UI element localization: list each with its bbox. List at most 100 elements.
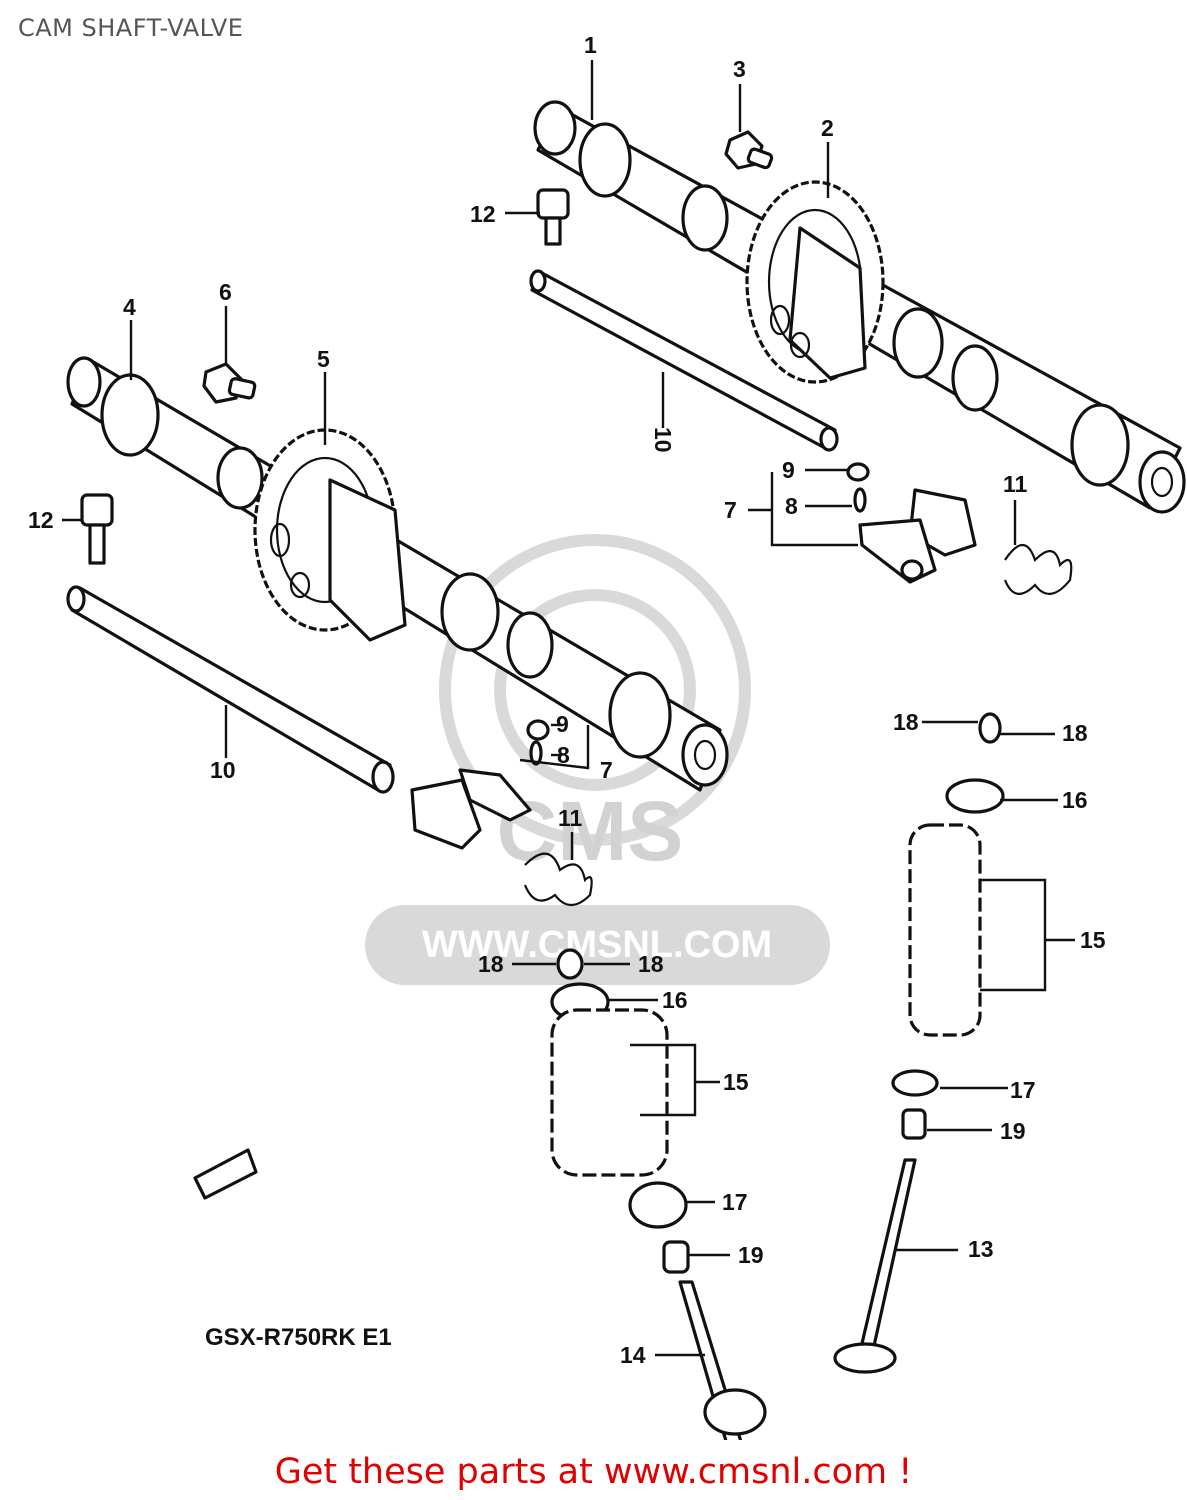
sprocket-lower-hole-1	[269, 522, 291, 558]
spring-seat-right	[891, 1069, 939, 1097]
callout-8-upper: 8	[785, 493, 798, 519]
rocker-arm-lower-lever	[458, 768, 532, 822]
rocker-shaft-lower	[66, 585, 395, 794]
leader-lines	[62, 60, 1075, 1357]
bolt-lower-12	[80, 493, 114, 565]
stem-seal-right	[901, 1108, 927, 1140]
page-title: CAM SHAFT-VALVE	[18, 14, 244, 42]
callout-13: 13	[968, 1236, 994, 1262]
camshaft-upper-end	[533, 100, 577, 156]
watermark-inner-ring	[494, 589, 696, 791]
bolt-lower	[202, 362, 257, 404]
callout-3: 3	[733, 56, 746, 82]
bolt-lower-12-shank	[88, 523, 106, 565]
callout-12-upper: 12	[470, 201, 496, 227]
adjuster-lower	[529, 740, 543, 766]
callout-11-lower: 11	[558, 805, 583, 831]
callout-2: 2	[821, 115, 834, 141]
camshaft-upper-lobe-3	[1070, 403, 1130, 487]
watermark-url-pill	[365, 905, 830, 985]
valve-head-right	[833, 1342, 897, 1374]
rocker-arm-upper-lever	[858, 518, 937, 584]
callout-17-right: 17	[1010, 1077, 1036, 1103]
camshaft-upper-lobe-2	[892, 307, 944, 379]
callout-18-right-a: 18	[893, 709, 919, 735]
camshaft-lower-end-bore	[681, 723, 729, 787]
rocker-spring-lower-coil	[523, 852, 593, 907]
callout-1: 1	[584, 32, 597, 58]
adjuster-upper	[853, 487, 867, 513]
bolt-lower-shank	[227, 377, 257, 400]
bolt-lower-12-head	[80, 493, 114, 527]
rocker-shaft-upper-end2	[819, 426, 839, 452]
camshaft-lower-journal-1	[100, 373, 160, 457]
callout-14: 14	[620, 1342, 646, 1368]
camshaft-upper-bore-hole	[1150, 466, 1174, 498]
callout-7-upper: 7	[724, 497, 737, 523]
model-code: GSX-R750RK E1	[205, 1324, 392, 1351]
callout-19-left: 19	[738, 1242, 764, 1268]
rocker-arm-lower	[410, 719, 550, 850]
retainer-right	[945, 778, 1005, 814]
rocker-arm-upper-tip	[900, 559, 924, 581]
callout-15-left: 15	[723, 1069, 749, 1095]
rocker-spring-upper	[1003, 543, 1073, 595]
callout-18-left-b: 18	[638, 951, 664, 977]
camshaft-upper-end-bore	[1138, 450, 1186, 514]
callout-17-left: 17	[722, 1189, 748, 1215]
cotter-right	[978, 712, 1002, 744]
camshaft-upper-journal-2	[951, 344, 999, 412]
callout-5: 5	[317, 346, 330, 372]
bolt-upper	[724, 130, 774, 170]
stem-seal-left	[662, 1240, 690, 1274]
sprocket-lower-hole-2	[289, 571, 311, 599]
valve-spring-right	[908, 823, 982, 1037]
callout-16-right: 16	[1062, 787, 1088, 813]
callout-16-left: 16	[662, 987, 688, 1013]
direction-marker	[193, 1148, 258, 1200]
camshaft-upper-lobe-1	[681, 184, 729, 252]
callout-10-upper: 10	[650, 427, 676, 453]
footer-link[interactable]: Get these parts at www.cmsnl.com !	[274, 1452, 913, 1492]
camshaft-lower-lobe-3	[608, 671, 672, 759]
sprocket-upper	[745, 180, 885, 384]
camshaft-lower-lobe-1	[216, 446, 264, 510]
watermark: CMS WWW.CMSNL.COM	[365, 534, 830, 985]
rocker-spring-lower	[523, 852, 593, 907]
locknut-upper	[846, 462, 870, 482]
sprocket-upper-hole-1	[769, 304, 791, 336]
rocker-shaft-upper-end	[529, 269, 547, 293]
rocker-shaft-lower-end2	[371, 760, 395, 794]
bolt-upper-shank	[746, 147, 774, 170]
callout-12-lower: 12	[28, 507, 54, 533]
callout-9-upper: 9	[782, 457, 795, 483]
callout-8-lower: 8	[557, 742, 570, 768]
callout-labels: 1 3 2 12 4 6 5 12 10 10 9 8 7 11 9 8 7 1…	[28, 32, 1106, 1368]
valve-head-left	[703, 1388, 767, 1436]
camshaft-lower-bore-hole	[693, 739, 717, 771]
direction-marker-shape	[193, 1148, 258, 1200]
callout-10-lower: 10	[210, 757, 236, 783]
callout-9-lower: 9	[556, 711, 569, 737]
rocker-arm-upper	[846, 462, 977, 584]
parts-diagram: CMS WWW.CMSNL.COM	[28, 32, 1186, 1440]
sprocket-upper-hole-2	[789, 331, 811, 359]
sprocket-lower-hub	[328, 478, 407, 642]
sprocket-lower	[253, 428, 407, 642]
rocker-spring-upper-coil	[1003, 543, 1073, 595]
watermark-url: WWW.CMSNL.COM	[422, 924, 772, 966]
callout-7-lower: 7	[600, 757, 613, 783]
callout-11-upper: 11	[1003, 471, 1028, 497]
spring-seat-left	[628, 1181, 688, 1229]
callout-18-right-b: 18	[1062, 720, 1088, 746]
callout-4: 4	[123, 294, 136, 320]
valve-stem-right	[858, 1158, 917, 1357]
callout-6: 6	[219, 279, 232, 305]
rocker-shaft-lower-end	[66, 585, 86, 613]
bolt-upper-12-shank	[544, 216, 562, 246]
rocker-arm-lower-body	[410, 778, 482, 850]
camshaft-lower-journal-2	[506, 611, 554, 679]
valve-assembly-right	[833, 712, 1005, 1374]
rocker-shaft-upper	[529, 269, 839, 452]
camshaft-lower-lobe-2	[440, 572, 500, 652]
